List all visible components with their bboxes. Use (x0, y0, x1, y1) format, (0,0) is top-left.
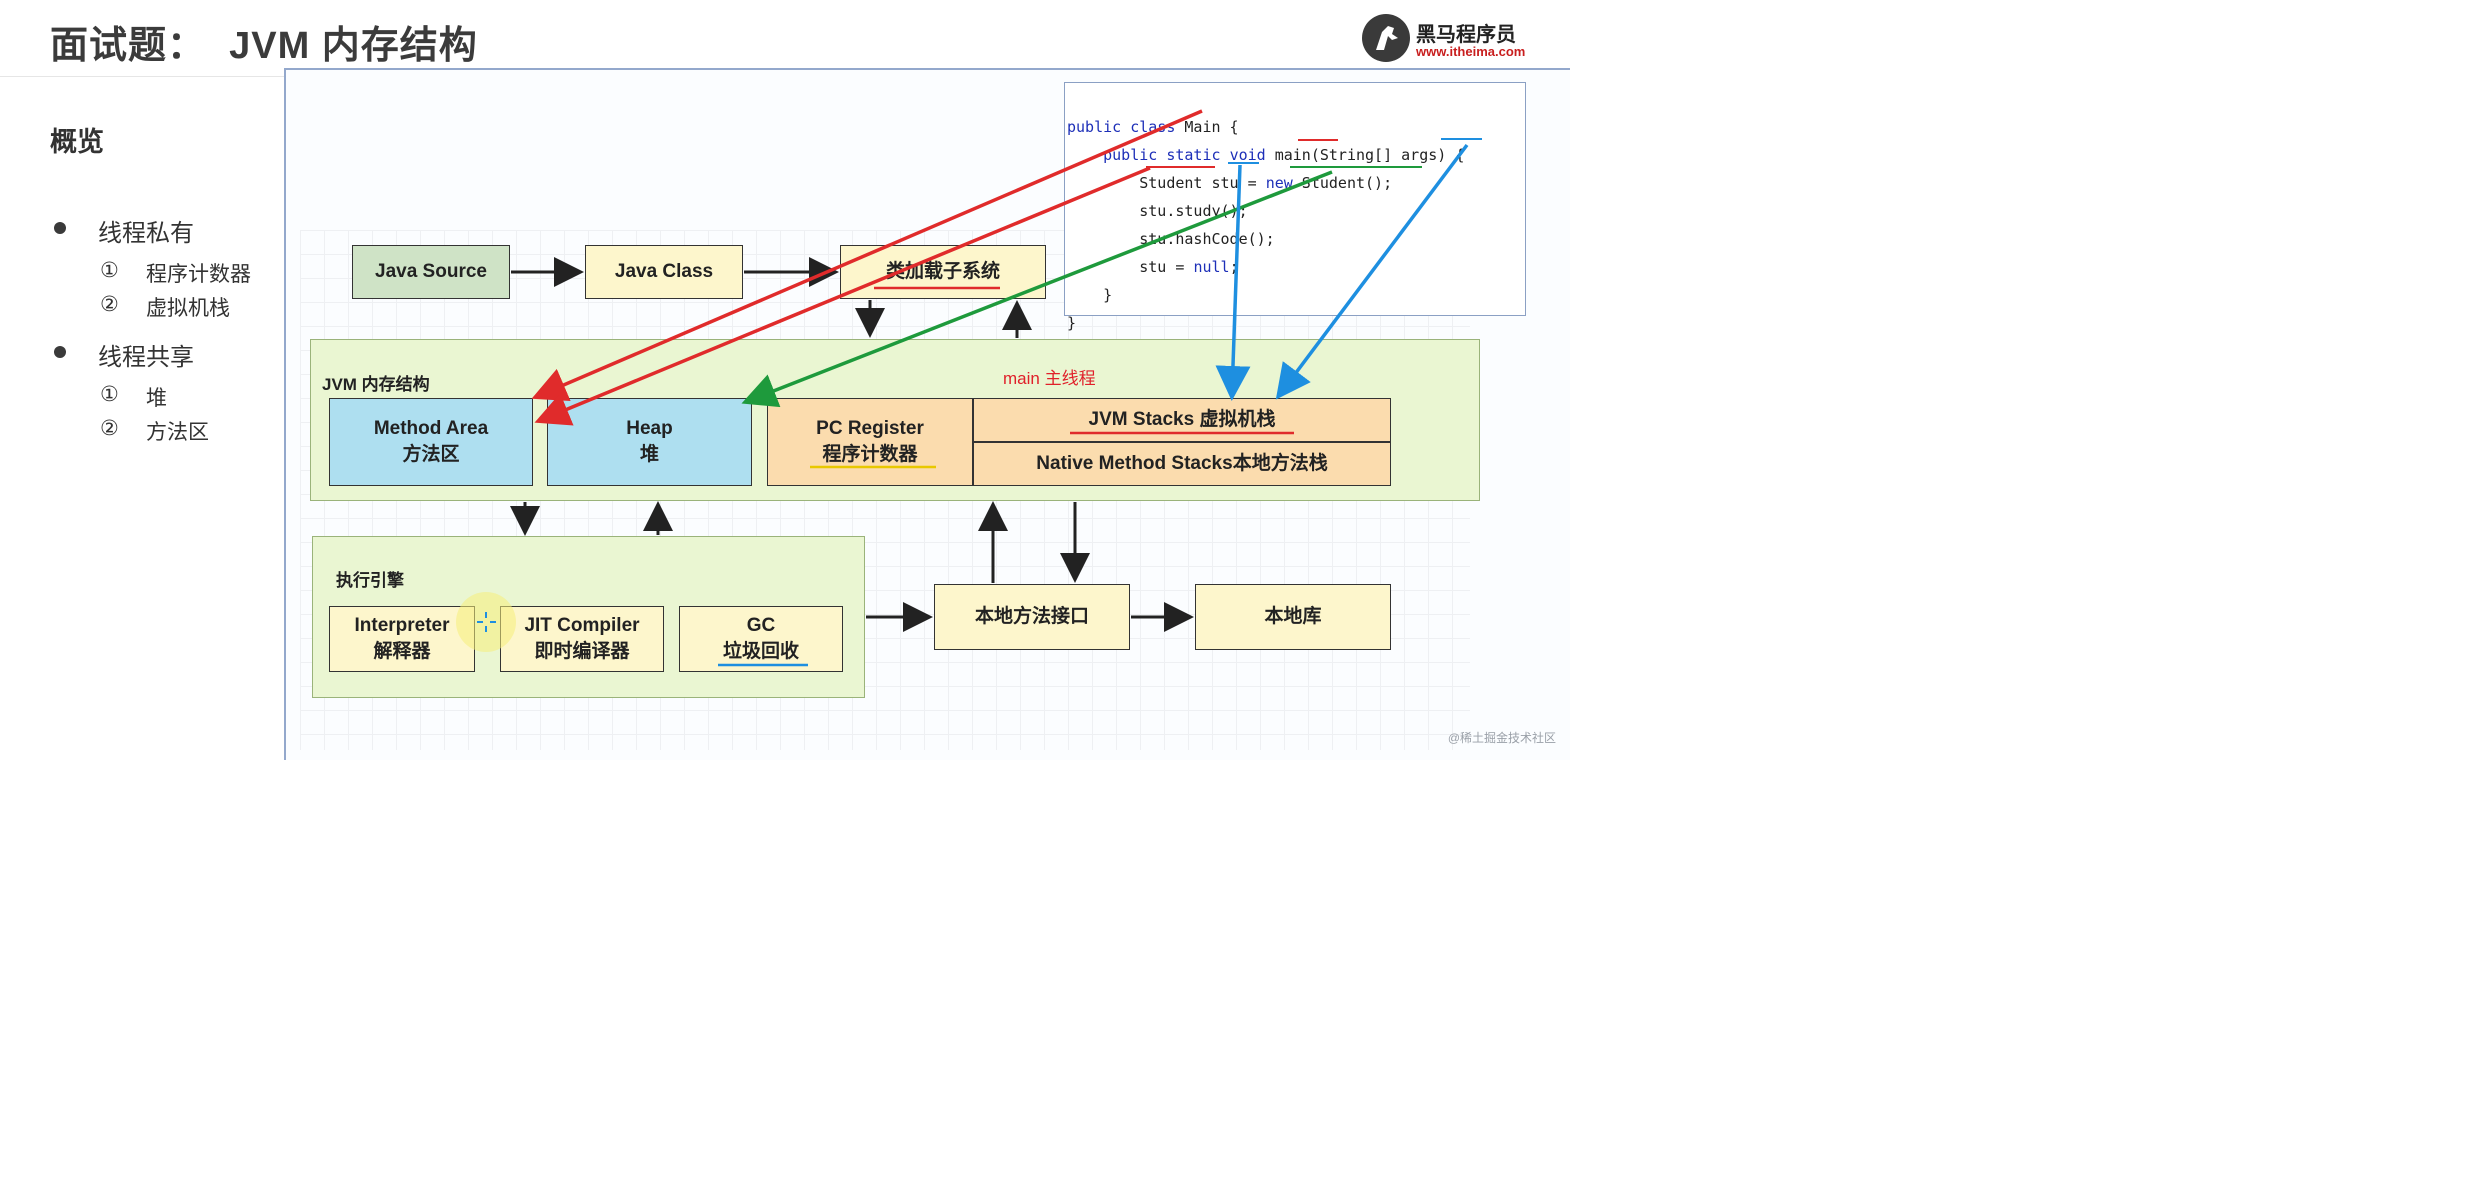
method-area-label: Method Area (373, 418, 489, 439)
interpreter-cn-label: 解释器 (373, 641, 431, 662)
group-thread-shared: 线程共享 (98, 344, 194, 371)
jvm-stacks-label: JVM Stacks 虚拟机栈 (1088, 409, 1276, 430)
logo-url: www.itheima.com (1416, 44, 1526, 59)
heap-label: Heap (626, 418, 673, 439)
native-interface-label: 本地方法接口 (974, 606, 1089, 627)
java-source-label: Java Source (375, 261, 487, 282)
code-sample: public class Main { public static void m… (1064, 82, 1526, 332)
red-arrow-main-to-method-area (531, 109, 1203, 402)
native-library-label: 本地库 (1264, 606, 1322, 627)
watermark: @稀土掘金技术社区 (1447, 731, 1556, 745)
native-stacks-box: Native Method Stacks本地方法栈 (973, 442, 1391, 486)
blue-arrow-args-to-stacks (1275, 143, 1469, 400)
code-line: Student stu = new Student(); (1067, 174, 1393, 192)
jit-compiler-label: JIT Compiler (524, 615, 640, 636)
list-number: ② (100, 417, 119, 440)
native-interface-box: 本地方法接口 (934, 584, 1130, 650)
jvm-memory-label: JVM 内存结构 (322, 375, 430, 394)
list-number: ① (100, 259, 119, 282)
page-title: 面试题： JVM 内存结构 (50, 25, 478, 67)
list-number: ② (100, 293, 119, 316)
cursor-highlight (456, 592, 516, 652)
heap-cn-label: 堆 (639, 444, 659, 465)
method-area-box: Method Area 方法区 (329, 398, 533, 486)
native-library-box: 本地库 (1195, 584, 1391, 650)
execution-engine-label: 执行引擎 (336, 571, 404, 590)
java-class-label: Java Class (614, 261, 714, 282)
interpreter-box: Interpreter 解释器 (329, 606, 475, 672)
method-area-cn-label: 方法区 (402, 444, 460, 465)
code-line: } (1067, 286, 1113, 304)
code-line: public static void main(String[] args) { (1103, 146, 1465, 164)
connector-layer (456, 109, 1482, 667)
code-lines: public class Main { public static void m… (1067, 85, 1464, 337)
jit-compiler-cn-label: 即时编译器 (534, 641, 630, 662)
bullet-dot (54, 222, 66, 234)
java-source-box: Java Source (352, 245, 510, 299)
gc-label: GC (746, 615, 776, 636)
native-stacks-label: Native Method Stacks本地方法栈 (1036, 453, 1328, 474)
blue-arrow-stu-to-stacks (1215, 164, 1251, 401)
jit-compiler-box: JIT Compiler 即时编译器 (500, 606, 664, 672)
group-thread-private: 线程私有 (98, 220, 194, 247)
interpreter-label: Interpreter (354, 615, 450, 636)
code-line: } (1067, 314, 1077, 332)
java-class-box: Java Class (585, 245, 743, 299)
overview-title: 概览 (50, 127, 104, 157)
crosshair-cursor-icon (477, 612, 496, 632)
list-item-pc-register: 程序计数器 (146, 263, 251, 286)
green-arrow-new-to-heap (741, 170, 1333, 408)
code-line: public class Main { (1067, 118, 1239, 136)
red-arrow-student-to-method-area (534, 166, 1151, 426)
code-line: stu = null; (1067, 258, 1239, 276)
pc-register-box: PC Register 程序计数器 (767, 398, 973, 486)
logo-name: 黑马程序员 (1416, 24, 1516, 46)
list-number: ① (100, 383, 119, 406)
gc-cn-label: 垃圾回收 (722, 641, 799, 662)
pc-register-cn-label: 程序计数器 (822, 444, 918, 465)
bullet-dot (54, 346, 66, 358)
list-item-vm-stack: 虚拟机栈 (146, 297, 230, 320)
brand-logo: 黑马程序员 www.itheima.com (1362, 14, 1532, 64)
gc-box: GC 垃圾回收 (679, 606, 843, 672)
list-item-method-area: 方法区 (146, 421, 209, 444)
jvm-stacks-box: JVM Stacks 虚拟机栈 (973, 398, 1391, 442)
class-loader-box: 类加载子系统 (840, 245, 1046, 299)
main-thread-label: main 主线程 (1003, 369, 1096, 388)
pc-register-label: PC Register (816, 418, 924, 439)
horse-logo-icon (1362, 14, 1410, 62)
heap-box: Heap 堆 (547, 398, 752, 486)
list-item-heap: 堆 (146, 387, 167, 410)
